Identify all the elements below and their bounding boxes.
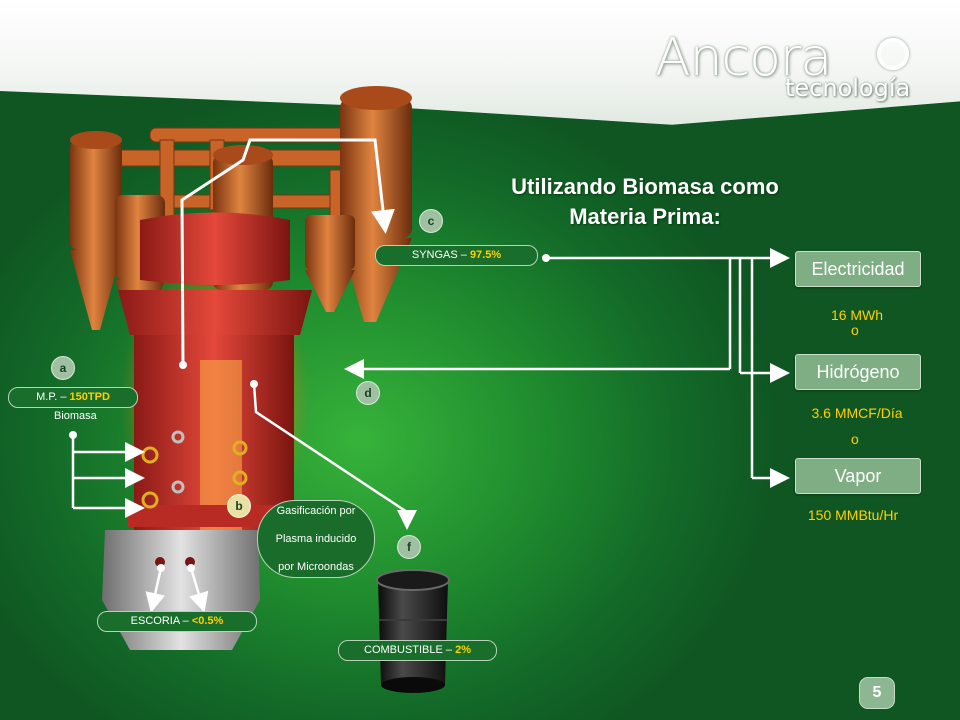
process-note-line-3: por Microondas: [278, 561, 354, 573]
syngas-out-node: [542, 254, 550, 262]
slag-node-left: [157, 564, 165, 572]
output-vapor: Vapor: [795, 458, 921, 494]
marker-a: a: [51, 356, 75, 380]
cyclone-left: [70, 131, 122, 330]
title-line-1: Utilizando Biomasa como: [511, 174, 779, 199]
fuel-node: [250, 380, 258, 388]
syngas-node: [179, 361, 187, 369]
output-electricidad: Electricidad: [795, 251, 921, 287]
fuel-pill: COMBUSTIBLE – 2%: [338, 640, 497, 661]
brand-subtitle: tecnología: [785, 74, 911, 102]
fuel-drum-icon: [376, 569, 450, 693]
process-note: Gasificación por Plasma inducido por Mic…: [257, 500, 375, 578]
syngas-value: 97.5%: [469, 249, 502, 261]
output-hidrogeno-value: 3.6 MMCF/Día: [811, 405, 903, 421]
slag-node-right: [187, 564, 195, 572]
slag-pill: ESCORIA – <0.5%: [97, 611, 257, 632]
brand-name: Ancora: [655, 28, 832, 88]
process-note-line-2: Plasma inducido: [275, 533, 357, 545]
page-number: 5: [859, 677, 895, 709]
separator-o-2: o: [851, 431, 859, 447]
process-note-line-1: Gasificación por: [276, 505, 356, 517]
syngas-pill: SYNGAS – 97.5%: [375, 245, 538, 266]
feed-value: 150TPD: [69, 391, 110, 403]
fuel-line: [252, 383, 417, 530]
fuel-label: COMBUSTIBLE –: [364, 644, 456, 656]
output-hidrogeno: Hidrógeno: [795, 354, 921, 390]
output-electricidad-value: 16 MWh: [830, 307, 884, 323]
reactor-tower: [118, 212, 312, 535]
marker-f: f: [397, 535, 421, 559]
marker-b: b: [227, 494, 251, 518]
reactor-base: [102, 530, 260, 650]
feed-node: [69, 431, 77, 439]
separator-o-1: o: [851, 322, 859, 338]
marker-c: c: [419, 209, 443, 233]
syngas-label: SYNGAS –: [411, 249, 470, 261]
feed-pill: M.P. – 150TPD: [8, 387, 138, 408]
distribution-lines: [344, 248, 790, 488]
feed-label: M.P. –: [36, 391, 70, 403]
slag-lines: [145, 567, 209, 613]
brand-logo: Ancora tecnología: [655, 28, 910, 108]
feed-lines: [71, 435, 145, 518]
cyclone-right: [340, 86, 412, 322]
marker-d: d: [356, 381, 380, 405]
slag-value: <0.5%: [191, 615, 224, 627]
fuel-value: 2%: [455, 644, 471, 656]
syngas-route: [180, 138, 395, 366]
title-line-2: Materia Prima:: [569, 204, 721, 229]
slag-label: ESCORIA –: [130, 615, 192, 627]
feed-sub: Biomasa: [54, 410, 97, 422]
output-vapor-value: 150 MMBtu/Hr: [807, 507, 899, 523]
slide-title: Utilizando Biomasa como Materia Prima:: [470, 172, 820, 232]
brand-mark-icon: [877, 38, 909, 70]
cyclone-right-lower: [305, 215, 355, 312]
